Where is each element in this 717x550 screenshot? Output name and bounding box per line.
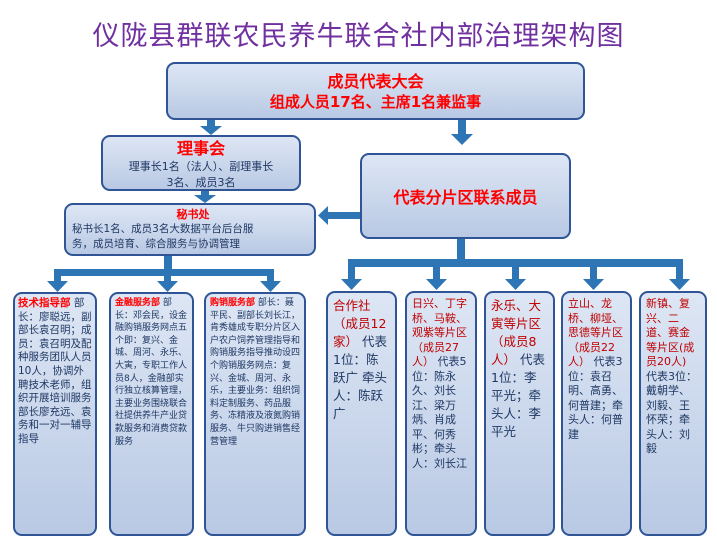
district-box-4: 立山、龙桥、柳垭、思德等片区（成员22人） 代表3位：袁召明、高勇、何普建；牵头… [561, 291, 632, 536]
board-box: 理事会 理事长1名（法人）、副理事长 3名、成员3名 [101, 135, 301, 191]
arrowhead-district-2 [426, 279, 447, 290]
department-technical-body: 部长：廖聪远，副部长袁召明；成员：袁召明及配种服务团队人员10人，协调外聘技术老… [18, 297, 92, 445]
drop-dept-1 [54, 269, 61, 281]
drop-district-5 [676, 259, 683, 279]
drop-district-2 [433, 259, 440, 279]
district-hub-name: 代表分片区联系成员 [393, 188, 538, 207]
board-line-1: 理事长1名（法人）、副理事长 [128, 160, 274, 173]
department-box-technical: 技术指导部 部长：廖聪远，副部长袁召明；成员：袁召明及配种服务团队人员10人，协… [13, 292, 97, 536]
arrowhead-assembly-hub [451, 134, 473, 145]
arrow-hub-secretariat [328, 212, 362, 219]
drop-dept-2 [164, 269, 171, 281]
drop-district-4 [590, 259, 597, 279]
department-finance-head: 金融服务部 [115, 298, 161, 308]
arrowhead-dept-3 [260, 281, 281, 292]
drop-district-3 [512, 259, 519, 279]
secretariat-line-2: 务，成员培育、综合服务与协调管理 [72, 238, 240, 250]
arrowhead-assembly-board [200, 126, 222, 135]
department-sales-head: 购销服务部 [210, 298, 256, 308]
district-2-body: 代表5位：陈永久、刘长江、梁万炳、肖成平、何秀彬；牵头人：刘长江 [412, 355, 467, 470]
bar-departments [54, 269, 273, 276]
arrowhead-district-3 [505, 279, 526, 290]
assembly-box: 成员代表大会 组成人员17名、主席1名兼监事 [166, 62, 585, 120]
department-finance-body: 部长：邓会民，设金融购销服务网点五个即：复兴、金城、周河、永乐、大寅，专职工作人… [115, 298, 188, 447]
district-box-5: 新镇、复兴、二道、赛金等片区(成员20人) 代表3位：戴朝学、刘毅、王怀荣；牵头… [639, 291, 707, 536]
district-2-head: 日兴、丁字桥、马鞍、观紫等片区（成员27人） [412, 297, 467, 368]
arrowhead-district-1 [341, 279, 362, 290]
district-1-head: 合作社（成员12家） [333, 298, 387, 349]
arrow-assembly-hub [458, 120, 466, 134]
department-sales-text: 购销服务部 部长：聂平民、副部长刘长江，肯秀雄成专职分片区入户农户饲养管理指导和… [210, 297, 300, 448]
arrow-board-secretariat [201, 191, 209, 195]
department-sales-body: 部长：聂平民、副部长刘长江，肯秀雄成专职分片区入户农户饲养管理指导和购销服务指导… [210, 298, 301, 447]
district-3-body: 代表1位：李平光；牵头人：李平光 [491, 352, 546, 439]
district-4-body: 代表3位：袁召明、高勇、何普建；牵头人：何普建 [568, 355, 623, 441]
district-1-body: 代表1位：陈跃广 牵头人：陈跃广 [333, 334, 388, 421]
district-2-text: 日兴、丁字桥、马鞍、观紫等片区（成员27人） 代表5位：陈永久、刘长江、梁万炳、… [412, 297, 470, 471]
district-4-head: 立山、龙桥、柳垭、思德等片区（成员22人） [568, 297, 623, 368]
arrowhead-hub-secretariat [318, 206, 328, 225]
district-5-text: 新镇、复兴、二道、赛金等片区(成员20人) 代表3位：戴朝学、刘毅、王怀荣；牵头… [646, 297, 700, 457]
department-technical-head: 技术指导部 [18, 297, 71, 309]
board-line-2: 3名、成员3名 [166, 176, 236, 189]
department-technical-text: 技术指导部 部长：廖聪远，副部长袁召明；成员：袁召明及配种服务团队人员10人，协… [18, 297, 92, 447]
district-box-3: 永乐、大寅等片区（成员8人） 代表1位：李平光；牵头人：李平光 [484, 291, 555, 536]
secretariat-line-1: 秘书长1名、成员3名大数据平台后台服 [72, 223, 254, 235]
arrowhead-district-4 [583, 279, 604, 290]
arrow-assembly-board [207, 120, 215, 126]
diagram-title: 仪陇县群联农民养牛联合社内部治理架构图 [92, 21, 625, 52]
arrowhead-dept-2 [157, 281, 178, 292]
arrowhead-board-secretariat [194, 195, 216, 203]
district-1-text: 合作社（成员12家） 代表1位：陈跃广 牵头人：陈跃广 [333, 297, 390, 423]
arrowhead-district-5 [669, 279, 690, 290]
district-box-2: 日兴、丁字桥、马鞍、观紫等片区（成员27人） 代表5位：陈永久、刘长江、梁万炳、… [405, 291, 477, 536]
secretariat-box: 秘书处 秘书长1名、成员3名大数据平台后台服 务，成员培育、综合服务与协调管理 [64, 203, 316, 256]
stem-hub [457, 239, 465, 259]
department-finance-text: 金融服务部 部长：邓会民，设金融购销服务网点五个即：复兴、金城、周河、永乐、大寅… [115, 297, 188, 448]
assembly-name: 成员代表大会 [327, 72, 424, 91]
secretariat-name: 秘书处 [176, 208, 210, 221]
board-name: 理事会 [176, 139, 225, 158]
district-4-text: 立山、龙桥、柳垭、思德等片区（成员22人） 代表3位：袁召明、高勇、何普建；牵头… [568, 297, 625, 442]
drop-district-1 [348, 259, 355, 279]
assembly-detail: 组成人员17名、主席1名兼监事 [269, 93, 482, 111]
district-box-1: 合作社（成员12家） 代表1位：陈跃广 牵头人：陈跃广 [326, 291, 397, 536]
district-5-head: 新镇、复兴、二道、赛金等片区(成员20人) [646, 297, 695, 368]
department-box-sales: 购销服务部 部长：聂平民、副部长刘长江，肯秀雄成专职分片区入户农户饲养管理指导和… [204, 292, 306, 536]
arrowhead-dept-1 [47, 281, 68, 292]
district-3-text: 永乐、大寅等片区（成员8人） 代表1位：李平光；牵头人：李平光 [491, 297, 548, 441]
district-5-body: 代表3位：戴朝学、刘毅、王怀荣；牵头人：刘毅 [646, 369, 697, 456]
department-box-finance: 金融服务部 部长：邓会民，设金融购销服务网点五个即：复兴、金城、周河、永乐、大寅… [109, 292, 194, 536]
stem-secretariat [164, 256, 172, 270]
district-hub-box: 代表分片区联系成员 [360, 153, 571, 239]
drop-dept-3 [267, 269, 274, 281]
district-3-head: 永乐、大寅等片区（成员8人） [491, 298, 542, 367]
